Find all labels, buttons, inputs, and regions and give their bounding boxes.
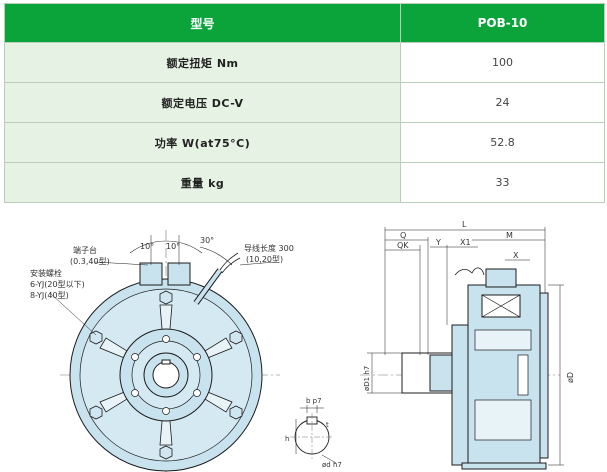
- dim-L-label: L: [462, 220, 467, 229]
- keyway-detail: [290, 405, 337, 464]
- row-weight-label: 重量 kg: [4, 162, 401, 203]
- row-weight-value: 33: [400, 162, 605, 203]
- lead-length-label: 导线长度 300: [244, 243, 294, 253]
- row-torque-label: 额定扭矩 Nm: [4, 42, 401, 83]
- row-voltage-label: 额定电压 DC-V: [4, 82, 401, 123]
- lead-length-sub: (10,20型): [246, 255, 283, 264]
- terminal-label: 端子台: [73, 245, 97, 255]
- angle-lead-label: 30°: [200, 236, 214, 245]
- bolt-line-1: 6-YJ(20型以下): [30, 280, 85, 289]
- terminal-sub-label: (0.3,40型): [70, 257, 110, 266]
- spec-table: 型号 POB-10 额定扭矩 Nm 100 额定电压 DC-V 24 功率 W(…: [4, 3, 605, 203]
- key-h-label: h: [285, 435, 289, 443]
- table-row: 功率 W(at75°C) 52.8: [4, 122, 605, 163]
- row-power-value: 52.8: [400, 122, 605, 163]
- key-t-label: t: [326, 421, 329, 429]
- header-model-label: 型号: [4, 3, 401, 43]
- bolt-line-2: 8-YJ(40型): [30, 291, 69, 300]
- technical-drawing: 端子台 (0.3,40型) 安装螺栓 6-YJ(20型以下) 8-YJ(40型)…: [30, 220, 575, 472]
- side-view: [360, 227, 564, 470]
- row-voltage-value: 24: [400, 82, 605, 123]
- dim-M-label: M: [506, 231, 513, 240]
- angle-left-label: 10°: [140, 242, 154, 251]
- table-row: 额定电压 DC-V 24: [4, 82, 605, 123]
- table-row: 额定扭矩 Nm 100: [4, 42, 605, 83]
- dim-X1-label: X1: [460, 238, 471, 247]
- dim-QK-label: QK: [397, 241, 409, 250]
- side-view-labels: L Q QK Y X1 M X øD1 h7 øD: [363, 220, 575, 391]
- dim-D1-label: øD1 h7: [363, 366, 371, 391]
- dim-D-label: øD: [566, 372, 575, 383]
- angle-right-label: 10°: [166, 242, 180, 251]
- bolt-label: 安装螺栓: [30, 268, 62, 278]
- row-power-label: 功率 W(at75°C): [4, 122, 401, 163]
- row-torque-value: 100: [400, 42, 605, 83]
- key-b-label: b p7: [306, 397, 322, 405]
- dim-Y-label: Y: [435, 238, 441, 247]
- front-view: [49, 230, 280, 472]
- dim-Q-label: Q: [400, 231, 406, 240]
- table-row: 重量 kg 33: [4, 162, 605, 203]
- header-model-value: POB-10: [400, 3, 605, 43]
- key-d-label: ød h7: [322, 461, 342, 469]
- table-header-row: 型号 POB-10: [4, 3, 605, 43]
- front-view-labels: 端子台 (0.3,40型) 安装螺栓 6-YJ(20型以下) 8-YJ(40型)…: [30, 236, 294, 300]
- keyway-labels: b p7 h t ød h7: [285, 397, 342, 469]
- dim-X-label: X: [513, 251, 519, 260]
